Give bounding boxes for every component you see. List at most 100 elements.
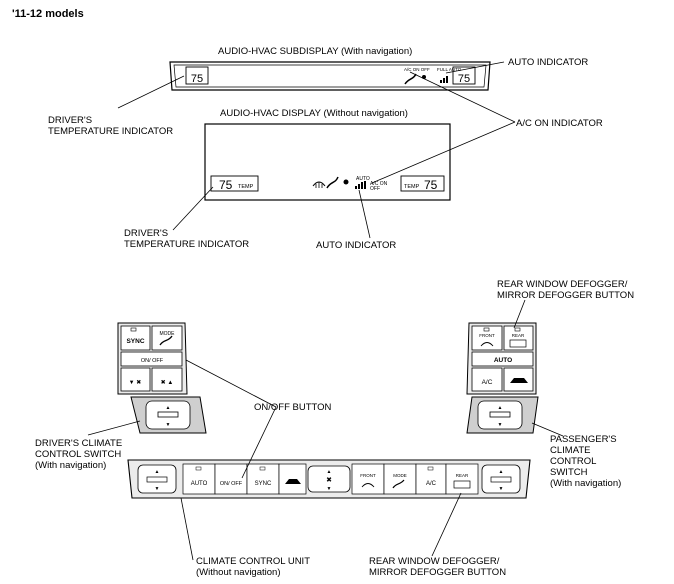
display-off: OFF [370, 186, 380, 192]
airflow-icon [326, 176, 339, 189]
passenger-climate-panel: FRONT REAR AUTO A/C ▲ ▼ [466, 322, 539, 434]
passengers-climate-switch-label: PASSENGER'S CLIMATE CONTROL SWITCH (With… [550, 434, 621, 489]
front-defrost-label: FRONT [479, 333, 495, 338]
fan-up-button[interactable] [151, 367, 183, 392]
auto-indicator-bottom-label: AUTO INDICATOR [316, 240, 397, 251]
subdisplay-driver-temp: 75 [191, 73, 203, 85]
airflow-icon [159, 335, 173, 346]
unit-ac-label: A/C [426, 481, 437, 487]
display-driver-temp: 75 [219, 178, 233, 192]
down-arrow-icon: ▼ [155, 486, 160, 492]
passengers-climate-switch-line5: (With navigation) [550, 478, 622, 489]
airflow-icon [392, 479, 405, 489]
passengers-climate-switch-line1: PASSENGER'S [550, 434, 617, 445]
display-title: AUDIO-HVAC DISPLAY (Without navigation) [220, 108, 408, 119]
drivers-temp-indicator-1-line1: DRIVER'S [48, 115, 93, 126]
rear-defogger-bottom-label: REAR WINDOW DEFOGGER/ MIRROR DEFOGGER BU… [369, 556, 506, 578]
rear-defog-icon [453, 480, 471, 489]
ac-button-label: A/C [482, 379, 493, 386]
down-arrow-icon: ▼ [327, 486, 332, 492]
sync-button-label: SYNC [126, 338, 144, 345]
unit-front-defrost-label: FRONT [360, 473, 376, 478]
audio-hvac-subdisplay: 75 75 A/C ON OFF FULL AUTO [169, 61, 491, 91]
fan-bars-icon [440, 76, 448, 83]
climate-control-unit-line1: CLIMATE CONTROL UNIT [196, 556, 311, 567]
rear-defogger-bottom-line2: MIRROR DEFOGGER BUTTON [369, 567, 507, 578]
rear-defogger-bottom-line1: REAR WINDOW DEFOGGER/ [369, 556, 500, 567]
drivers-temp-indicator-1-line2: TEMPERATURE INDICATOR [48, 126, 174, 137]
drivers-climate-switch-line2: CONTROL SWITCH [35, 449, 122, 460]
climate-control-unit-line2: (Without navigation) [196, 567, 281, 578]
mode-button[interactable] [151, 325, 183, 351]
climate-control-unit: ▲ ▼ ▲ ▼ AUTO ON/ OFF SYNC ▲ ✖ ▼ FRONT MO… [127, 459, 531, 499]
rear-defogger-top-line2: MIRROR DEFOGGER BUTTON [497, 290, 635, 301]
on-off-button-label: ON/ OFF [141, 358, 164, 364]
rear-defogger-top-label: REAR WINDOW DEFOGGER/ MIRROR DEFOGGER BU… [497, 279, 634, 301]
fan-down-icon: ▼ ✖ [129, 379, 142, 386]
up-arrow-icon: ▲ [499, 469, 504, 475]
mode-button-label: MODE [160, 331, 176, 337]
unit-rear-defog-label: REAR [456, 473, 469, 478]
unit-mode-label: MODE [393, 473, 407, 478]
up-arrow-icon: ▲ [327, 469, 332, 475]
models-heading: '11-12 models [12, 8, 84, 20]
subdisplay-passenger-temp: 75 [458, 73, 470, 85]
fan-icon: ✖ [326, 477, 332, 484]
down-arrow-icon: ▼ [498, 422, 503, 428]
subdisplay-title: AUDIO-HVAC SUBDISPLAY (With navigation) [218, 46, 413, 57]
drivers-temp-indicator-label-2: DRIVER'S TEMPERATURE INDICATOR [124, 228, 249, 250]
auto-button[interactable] [471, 351, 534, 367]
unit-front-defrost-button[interactable] [351, 463, 385, 495]
leader-lines [87, 61, 564, 561]
unit-on-off-label: ON/ OFF [220, 481, 243, 487]
fan-bars-icon [355, 181, 366, 189]
fan-down-button[interactable] [120, 367, 151, 392]
recirculation-icon [510, 378, 528, 383]
ac-button[interactable] [471, 367, 503, 392]
audio-hvac-display: 75 TEMP TEMP 75 AUTO A/C ON OFF [204, 123, 451, 201]
drivers-temp-indicator-2-line2: TEMPERATURE INDICATOR [124, 239, 250, 250]
display-auto: AUTO [356, 176, 370, 182]
passengers-climate-switch-line4: SWITCH [550, 467, 588, 478]
unit-auto-label: AUTO [191, 481, 208, 487]
subdisplay-ac-on-off: A/C ON OFF [404, 67, 430, 72]
down-arrow-icon: ▼ [499, 486, 504, 492]
driver-climate-panel: SYNC MODE ON/ OFF ▼ ✖ ✖ ▲ ▲ ▼ [117, 322, 207, 434]
drivers-climate-switch-line1: DRIVER'S CLIMATE [35, 438, 123, 449]
drivers-temp-indicator-label-1: DRIVER'S TEMPERATURE INDICATOR [48, 115, 173, 137]
up-arrow-icon: ▲ [498, 405, 503, 411]
defrost-icon [480, 342, 494, 347]
fan-icon [343, 179, 349, 185]
airflow-icon [404, 73, 417, 85]
unit-mode-button[interactable] [383, 463, 417, 495]
rear-defogger-top-line1: REAR WINDOW DEFOGGER/ [497, 279, 628, 290]
subdisplay-full-auto: FULL AUTO [437, 67, 462, 72]
drivers-climate-switch-line3: (With navigation) [35, 460, 107, 471]
defrost-icon [312, 181, 326, 188]
climate-control-unit-label: CLIMATE CONTROL UNIT (Without navigation… [196, 556, 310, 578]
auto-button-label: AUTO [494, 357, 512, 364]
down-arrow-icon: ▼ [166, 422, 171, 428]
on-off-button-label-callout: ON/OFF BUTTON [254, 402, 332, 413]
ac-on-indicator-label: A/C ON INDICATOR [516, 118, 603, 129]
display-ac-on: A/C ON [370, 181, 388, 187]
defrost-icon [361, 483, 375, 488]
up-arrow-icon: ▲ [166, 405, 171, 411]
passengers-climate-switch-line3: CONTROL [550, 456, 597, 467]
auto-indicator-top-label: AUTO INDICATOR [508, 57, 589, 68]
display-passenger-temp: 75 [424, 178, 438, 192]
drivers-temp-indicator-2-line1: DRIVER'S [124, 228, 169, 239]
display-driver-temp-tag: TEMP [238, 184, 254, 190]
passengers-climate-switch-line2: CLIMATE [550, 445, 591, 456]
display-passenger-temp-tag: TEMP [404, 184, 420, 190]
unit-rear-defog-button[interactable] [445, 463, 479, 495]
up-arrow-icon: ▲ [155, 469, 160, 475]
recirculation-icon [285, 479, 301, 484]
fan-up-icon: ✖ ▲ [161, 379, 174, 386]
unit-on-off-button[interactable] [214, 463, 248, 495]
on-off-button[interactable] [120, 351, 183, 367]
unit-sync-label: SYNC [255, 481, 272, 487]
rear-defog-label: REAR [512, 333, 525, 338]
unit-fan-rocker[interactable] [307, 465, 351, 493]
